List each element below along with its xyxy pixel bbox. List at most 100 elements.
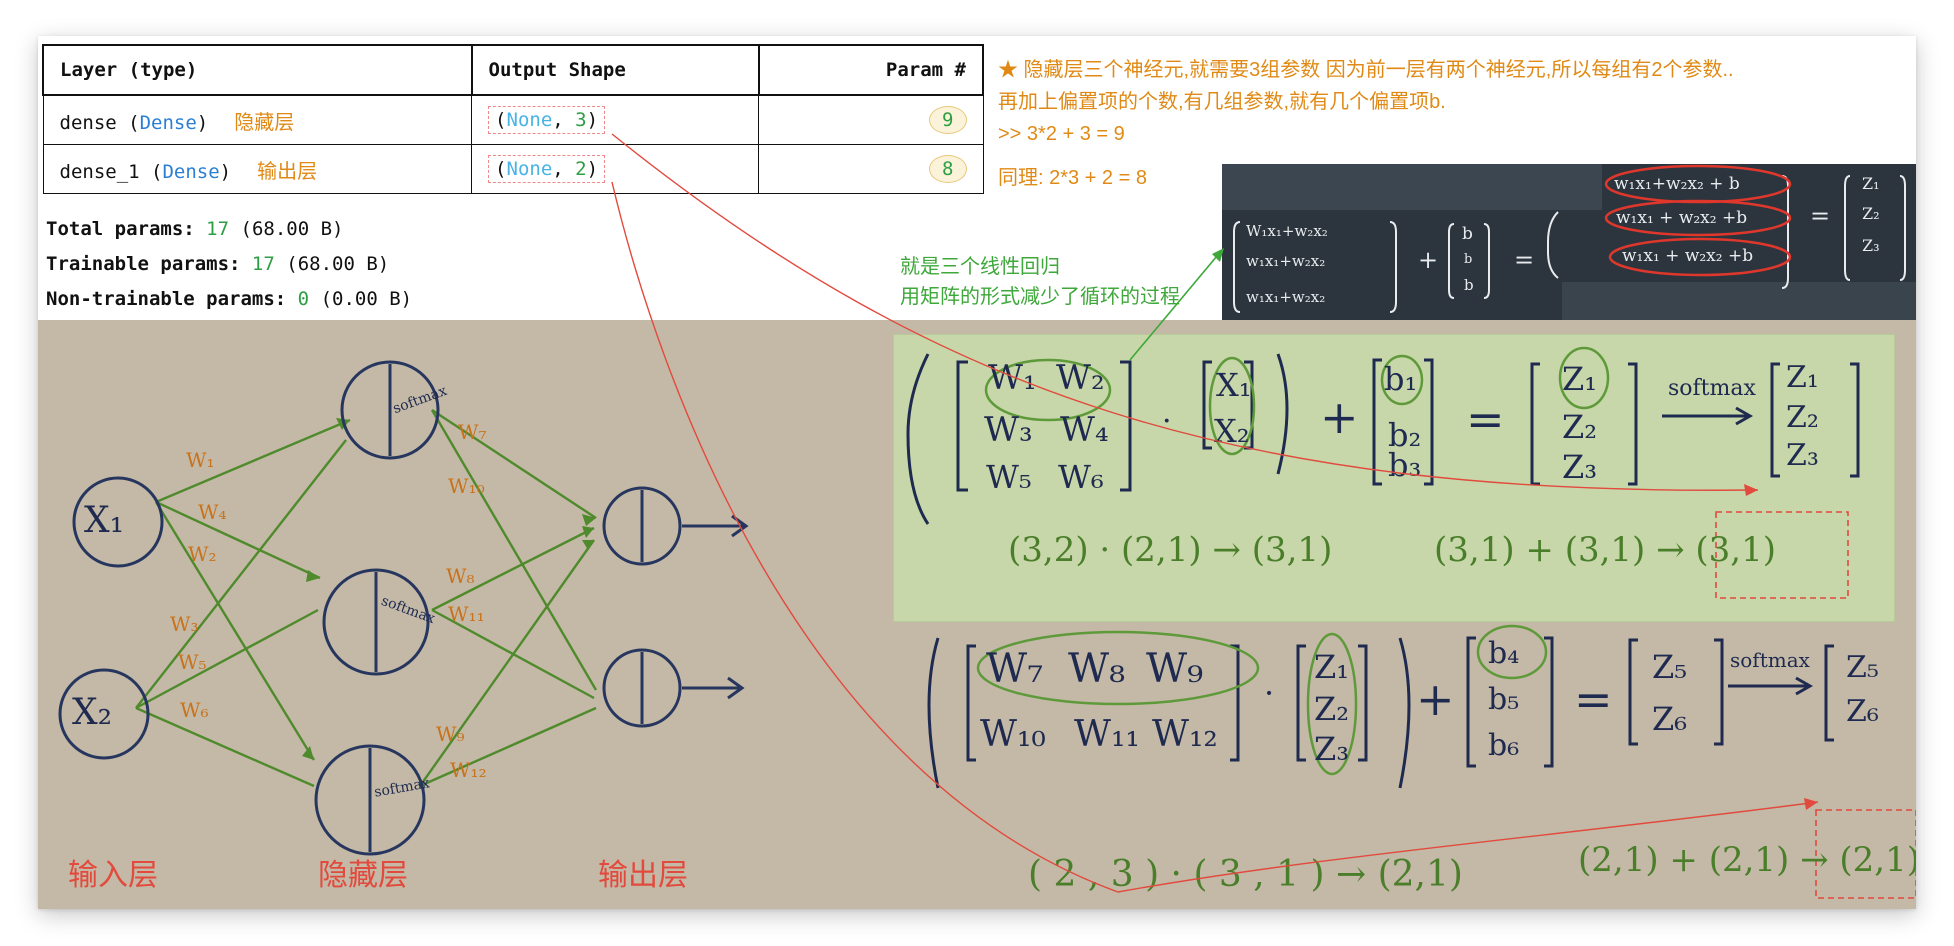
eq2-b: b₆ — [1488, 728, 1520, 763]
header-param-count: Param # — [757, 44, 985, 96]
screenshot-canvas: Layer (type) Output Shape Param # dense … — [38, 36, 1916, 909]
layer-tag: 输出层 — [257, 158, 318, 183]
dark-result-cell: w₁x₁+w₂x₂ + b — [1614, 174, 1740, 194]
eq2-weight: W₁₀ — [980, 714, 1046, 755]
summary-header-row: Layer (type) Output Shape Param # — [42, 44, 985, 96]
input-node-x1: X₁ — [84, 500, 125, 541]
shape-units: 3 — [575, 109, 587, 131]
eq2-equals: = — [1574, 672, 1613, 726]
input-layer-label: 输入层 — [68, 859, 158, 892]
weight-label: W₁₀ — [448, 474, 485, 498]
totals-bytes: (68.00 B) — [240, 218, 344, 240]
totals-label: Trainable params: — [46, 253, 241, 275]
param-cell: 8 — [758, 144, 984, 194]
eq1-weight: W₃ — [984, 410, 1033, 450]
dark-z-cell: Z₃ — [1862, 236, 1880, 255]
eq1-softmax: softmax — [1668, 376, 1756, 401]
eq1-plus: + — [1320, 390, 1359, 444]
model-summary: Layer (type) Output Shape Param # dense … — [42, 44, 985, 194]
connector-shape3-to-result — [611, 133, 1759, 491]
shape-none: None — [506, 158, 553, 180]
annotation-connectors — [611, 133, 1819, 893]
input-node-x2: X₂ — [72, 692, 113, 733]
eq2-out: Z₅ — [1652, 648, 1688, 686]
dark-left-cell: w₁x₁+w₂x₂ — [1246, 288, 1326, 306]
dark-bias-cell: b — [1462, 224, 1473, 244]
eq1-out: Z₂ — [1786, 400, 1819, 435]
green-note-line: 就是三个线性回归 — [900, 256, 1060, 278]
eq2-z: Z₂ — [1314, 690, 1350, 728]
dark-equals: = — [1810, 202, 1831, 230]
connector-green-note — [1129, 249, 1223, 361]
eq1-x: X₂ — [1214, 412, 1250, 450]
param-count: 9 — [929, 106, 967, 134]
matrix-photo-dark: W₁x₁+w₂x₂ w₁x₁+w₂x₂ w₁x₁+w₂x₂ + b b b = … — [1222, 164, 1916, 320]
summary-table: Layer (type) Output Shape Param # dense … — [42, 44, 985, 194]
eq1-weight: W₆ — [1058, 458, 1104, 496]
eq2-weight: W₇ — [986, 646, 1044, 692]
totals-label: Non-trainable params: — [46, 288, 287, 310]
connector-shape2-to-result — [611, 181, 1819, 893]
param-totals: Total params: 17 (68.00 B) Trainable par… — [46, 212, 412, 317]
whiteboard-photo: X₁ X₂ softmax softmax softmax W₁ W₄ W₂ W… — [38, 320, 1916, 909]
table-row: dense_1 (Dense)输出层 (None, 2) 8 — [42, 144, 984, 194]
layer-cell: dense_1 (Dense)输出层 — [42, 144, 473, 194]
eq2-b: b₅ — [1488, 682, 1520, 717]
totals-value: 17 — [206, 218, 230, 240]
eq1-z: Z₂ — [1562, 408, 1598, 446]
layer-type: Dense — [139, 111, 197, 134]
dark-left-cell: W₁x₁+w₂x₂ — [1246, 222, 1328, 240]
eq1-weight: W₁ — [988, 358, 1037, 398]
network-edges — [135, 408, 598, 788]
hidden-layer-label: 隐藏层 — [318, 859, 408, 892]
green-note-line: 用矩阵的形式减少了循环的过程 — [900, 286, 1180, 308]
linear-regression-note: 就是三个线性回归 用矩阵的形式减少了循环的过程 — [900, 252, 1180, 312]
dark-equals: = — [1514, 246, 1535, 274]
eq1-dims: (3,2) · (2,1) → (3,1) — [1008, 530, 1333, 570]
weight-label: W₁₁ — [448, 602, 485, 626]
note-line: 同理: 2*3 + 2 = 8 — [998, 167, 1147, 189]
dark-brackets — [1233, 164, 1906, 313]
header-layer-type: Layer (type) — [42, 44, 473, 96]
eq2-result: Z₆ — [1846, 694, 1879, 729]
layer-name: dense_1 — [59, 160, 140, 183]
layer-name: dense — [59, 111, 117, 134]
totals-value: 17 — [251, 253, 275, 275]
dark-bias-cell: b — [1464, 276, 1474, 294]
output-layer-label: 输出层 — [598, 859, 688, 892]
note-line: 再加上偏置项的个数,有几组参数,就有几个偏置项b. — [998, 91, 1446, 113]
output-shape: (None, 2) — [488, 155, 606, 183]
eq1-b: b₃ — [1388, 446, 1422, 484]
weight-label: W₅ — [178, 650, 207, 674]
weight-label: W₆ — [180, 698, 209, 722]
trainable-params-line: Trainable params: 17 (68.00 B) — [46, 247, 412, 282]
header-output-shape: Output Shape — [470, 44, 760, 96]
weight-label: W₇ — [458, 420, 487, 444]
eq1-out: Z₁ — [1786, 360, 1819, 395]
totals-label: Total params: — [46, 218, 195, 240]
weight-label: W₈ — [446, 564, 475, 588]
neural-network-drawing — [58, 360, 749, 856]
eq1-out: Z₃ — [1786, 438, 1819, 473]
eq2-plus: + — [1416, 672, 1455, 726]
total-params-line: Total params: 17 (68.00 B) — [46, 212, 412, 247]
dark-z-cell: Z₂ — [1862, 204, 1880, 223]
totals-value: 0 — [297, 288, 310, 310]
eq2-weight: W₉ — [1146, 646, 1204, 692]
layer-type: Dense — [162, 160, 220, 183]
dark-plus: + — [1418, 246, 1439, 274]
shape-cell: (None, 2) — [471, 144, 760, 194]
dark-left-cell: w₁x₁+w₂x₂ — [1246, 252, 1326, 270]
eq2-out: Z₆ — [1652, 700, 1688, 738]
weight-label: W₁ — [186, 448, 215, 472]
totals-bytes: (68.00 B) — [286, 253, 390, 275]
totals-bytes: (0.00 B) — [320, 288, 413, 310]
eq1-dims-sum: (3,1) + (3,1) → (3,1) — [1434, 530, 1777, 570]
eq2-result: Z₅ — [1846, 650, 1879, 685]
blurred-region — [1562, 282, 1916, 320]
equation1-strokes — [906, 346, 1916, 899]
eq2-weight: W₁₂ — [1152, 714, 1218, 755]
weight-label: W₁₂ — [450, 758, 487, 782]
weight-label: W₉ — [436, 722, 465, 746]
explanation-notes: ★ 隐藏层三个神经元,就需要3组参数 因为前一层有两个神经元,所以每组有2个参数… — [998, 54, 1898, 194]
